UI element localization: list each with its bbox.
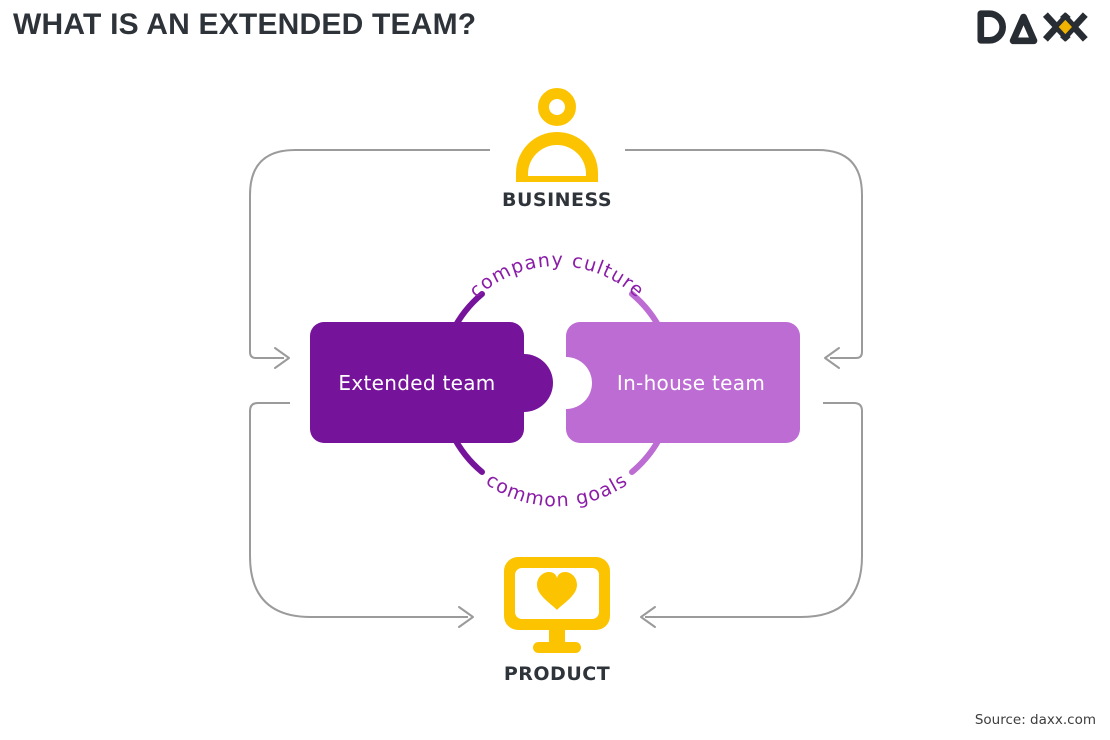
- daxx-logo-letters: [977, 10, 1088, 45]
- page-title: WHAT IS AN EXTENDED TEAM?: [13, 8, 477, 41]
- connector-business-to-extended: [249, 149, 490, 359]
- person-body-inner: [528, 145, 586, 176]
- connector-lines: [249, 149, 863, 628]
- daxx-logo: [977, 10, 1088, 45]
- arrow-left-icon: [640, 606, 656, 628]
- heart-icon: [537, 572, 577, 610]
- connector-business-to-inhouse: [625, 149, 863, 359]
- extended-team-label: Extended team: [338, 371, 495, 395]
- arrow-left-icon: [824, 347, 840, 369]
- connector-inhouse-to-product: [645, 402, 863, 618]
- business-label: BUSINESS: [502, 189, 612, 211]
- inhouse-team-block: [566, 322, 800, 443]
- puzzle-left-piece: [310, 322, 553, 443]
- source-attribution: Source: daxx.com: [974, 712, 1096, 728]
- inhouse-team-label: In-house team: [617, 371, 765, 395]
- arrow-right-icon: [274, 347, 290, 369]
- monitor-heart-icon: [504, 557, 610, 653]
- logo-letter-a: [1009, 13, 1038, 45]
- arrow-right-icon: [458, 606, 474, 628]
- logo-letter-x2: [1060, 12, 1088, 42]
- extended-team-block: [310, 322, 524, 443]
- person-icon: [516, 88, 598, 182]
- connector-extended-to-product: [249, 402, 468, 618]
- person-head: [538, 88, 576, 126]
- puzzle-notch: [540, 357, 592, 409]
- monitor-neck: [549, 628, 565, 644]
- logo-letter-d: [977, 10, 1006, 44]
- common-goals-label: common goals: [482, 469, 632, 511]
- product-label: PRODUCT: [504, 663, 610, 685]
- puzzle-knob: [495, 354, 553, 412]
- company-culture-label: company culture: [465, 249, 649, 302]
- puzzle-right-piece: [540, 322, 800, 443]
- monitor-base: [533, 642, 581, 653]
